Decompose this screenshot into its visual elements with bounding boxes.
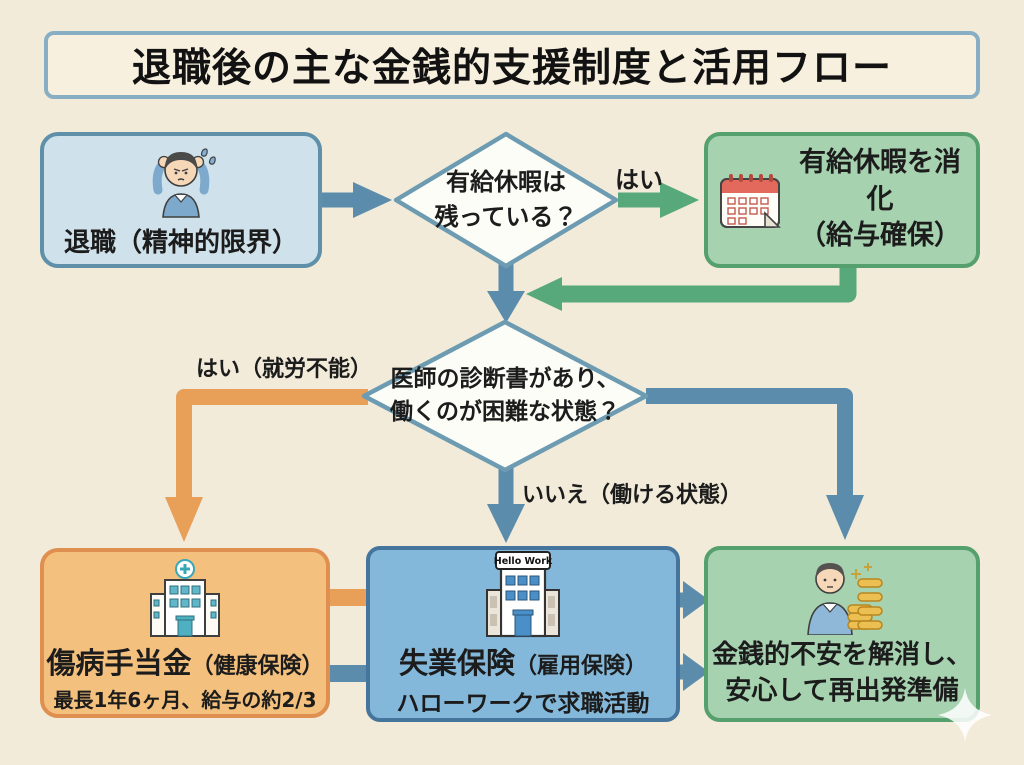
arrow-decision1-to-paidleave [618,182,699,218]
decision-paid-leave-text: 有給休暇は 残っている？ [434,168,578,231]
decision-diamond-shape [393,131,619,269]
paid-leave-text: 有給休暇を消化 （給与確保） [799,147,961,252]
connector-sickness-to-unemployment [326,589,370,606]
arrow-decision2-to-unemployment [487,466,525,543]
arrow-paidleave-return [526,266,857,311]
unemployment-title: 失業保険（雇用保険） [398,646,648,680]
decision-paid-leave: 有給休暇は 残っている？ [392,130,620,270]
stressed-person-icon [141,142,221,218]
sickness-benefit-title: 傷病手当金（健康保険） [46,645,324,680]
edge-label-yes-disabled: はい（就労不能） [196,357,373,382]
hellowork-building-icon: Hello Work [480,550,566,638]
hospital-icon [147,558,223,638]
arrow-decision1-to-decision2 [487,264,525,323]
unemployment-detail: ハローワークで求職活動 [396,691,650,717]
page-title: 退職後の主な金銭的支援制度と活用フロー [131,46,892,91]
calendar-icon [718,170,782,230]
node-sickness-benefit: 傷病手当金（健康保険） 最長1年6ヶ月、給与の約2/3 [40,548,330,718]
fresh-start-text: 金銭的不安を解消し、 安心して再出発準備 [711,639,972,706]
person-coins-icon [796,559,888,636]
page-title-box: 退職後の主な金銭的支援制度と活用フロー [44,31,980,99]
edge-label-yes: はい [615,166,663,194]
edge-label-no-can-work: いいえ（働ける状態） [522,483,743,508]
decision-diamond-shape [361,319,649,473]
arrow-resignation-to-decision1 [322,182,392,218]
decision-doctor-note: 医師の診断書があり、 働くのが困難な状態？ [360,318,650,474]
arrow-decision2-to-freshstart [646,388,864,540]
decision-doctor-note-text: 医師の診断書があり、 働くのが困難な状態？ [390,365,620,425]
sickness-benefit-detail: 最長1年6ヶ月、給与の約2/3 [53,687,317,712]
node-resignation: 退職（精神的限界） [40,132,322,268]
arrow-decision2-to-sickness [165,389,368,542]
resignation-label: 退職（精神的限界） [63,227,298,258]
node-paid-leave: 有給休暇を消化 （給与確保） [704,132,980,268]
connector-sickness-to-unemployment-lower [326,665,370,682]
hellowork-sign-text: Hello Work [494,556,553,567]
node-unemployment-insurance: Hello Work 失業保険（雇用保険） ハローワークで求職活動 [366,546,680,722]
sparkle-decoration-icon [936,686,994,748]
node-fresh-start: 金銭的不安を解消し、 安心して再出発準備 [704,546,980,722]
